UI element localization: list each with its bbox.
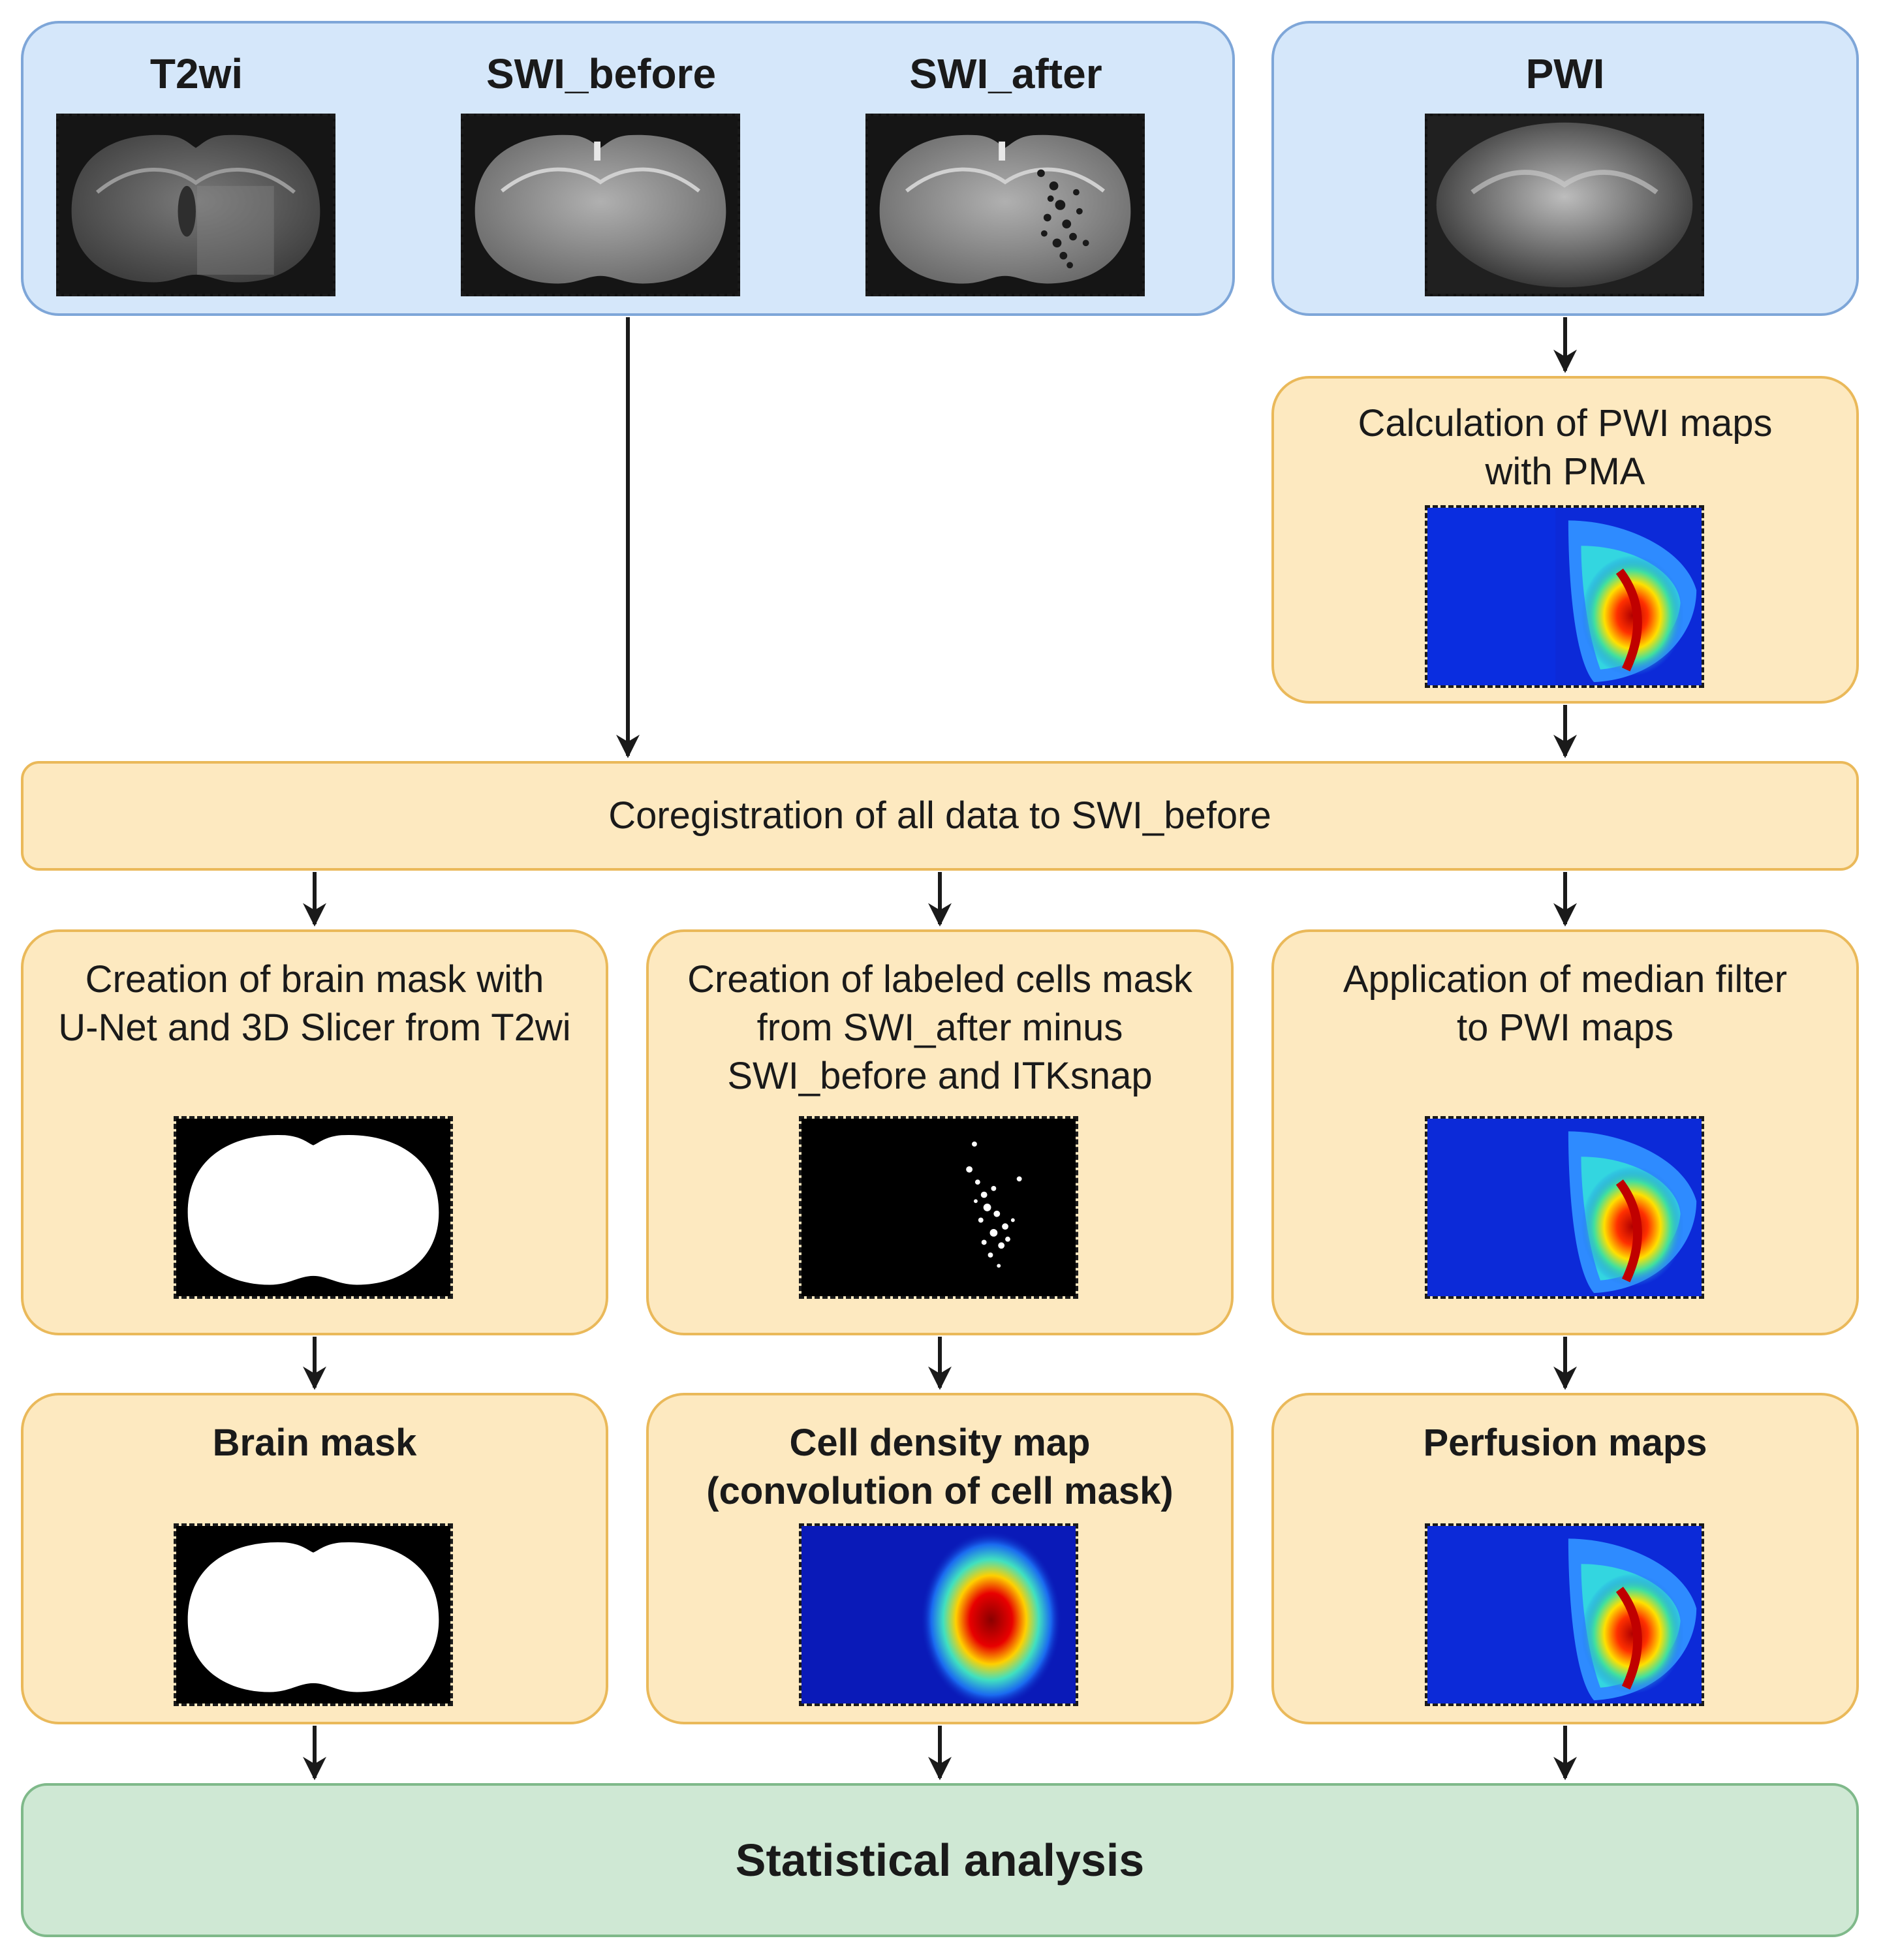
median-filter-line2: to PWI maps bbox=[1457, 1006, 1673, 1049]
cells-mask-creation-line3: SWI_before and ITKsnap bbox=[727, 1055, 1153, 1097]
statistical-analysis-label: Statistical analysis bbox=[735, 1835, 1145, 1886]
cell-density-label-line1: Cell density map bbox=[789, 1422, 1091, 1464]
brain-mask-creation-line1: Creation of brain mask with bbox=[85, 958, 544, 1001]
statistical-analysis-box bbox=[21, 1783, 1859, 1937]
cells-mask-creation-line2: from SWI_after minus bbox=[756, 1006, 1123, 1049]
cells-mask-image bbox=[799, 1116, 1078, 1299]
coregistration-label: Coregistration of all data to SWI_before bbox=[608, 794, 1271, 837]
swi-before-image bbox=[461, 114, 740, 296]
swi-after-image bbox=[865, 114, 1145, 296]
cell-density-label-line2: (convolution of cell mask) bbox=[706, 1470, 1174, 1512]
swi-before-label: SWI_before bbox=[486, 50, 717, 97]
perfusion-maps-label: Perfusion maps bbox=[1423, 1422, 1707, 1464]
coregistration-box bbox=[21, 761, 1859, 871]
t2wi-image bbox=[56, 114, 335, 296]
pwi-calc-line1: Calculation of PWI maps bbox=[1358, 402, 1773, 444]
pwi-image bbox=[1425, 114, 1704, 296]
pwi-calc-line2: with PMA bbox=[1485, 450, 1645, 493]
swi-after-label: SWI_after bbox=[909, 50, 1102, 97]
pwi-map-image bbox=[1425, 505, 1704, 688]
t2wi-label: T2wi bbox=[149, 50, 243, 97]
brain-mask-label: Brain mask bbox=[212, 1422, 417, 1464]
brain-mask-creation-line2: U-Net and 3D Slicer from T2wi bbox=[58, 1006, 571, 1049]
median-filter-line1: Application of median filter bbox=[1343, 958, 1788, 1001]
brain-mask-output-image bbox=[174, 1523, 453, 1706]
filtered-pwi-map-image bbox=[1425, 1116, 1704, 1299]
brain-mask-image bbox=[174, 1116, 453, 1299]
perfusion-map-image bbox=[1425, 1523, 1704, 1706]
cell-density-map-image bbox=[799, 1523, 1078, 1706]
cells-mask-creation-line1: Creation of labeled cells mask bbox=[687, 958, 1192, 1001]
pwi-label: PWI bbox=[1525, 50, 1605, 97]
